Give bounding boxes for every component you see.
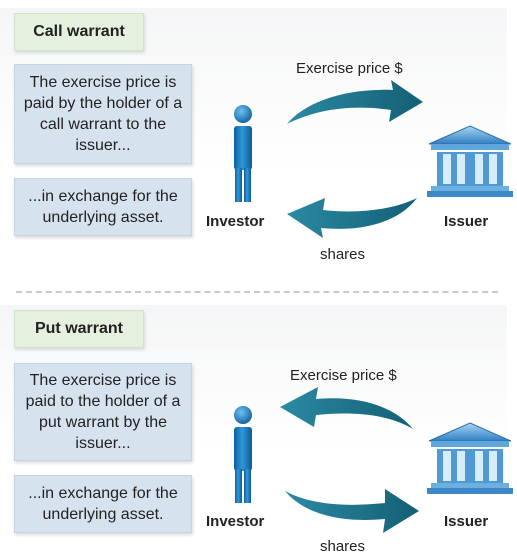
call-top-arrow-label: Exercise price $ xyxy=(296,60,403,77)
call-warrant-heading: Call warrant xyxy=(14,13,144,51)
call-bottom-arrow-label: shares xyxy=(320,246,366,263)
put-issuer-label: Issuer xyxy=(444,513,489,530)
put-description-box-1: The exercise price is paid to the holder… xyxy=(14,363,192,461)
bank-icon xyxy=(427,422,513,494)
put-warrant-section: Put warrant The exercise price is paid t… xyxy=(0,297,517,555)
put-bottom-curved-arrow-icon xyxy=(285,489,419,533)
section-divider xyxy=(16,291,498,293)
call-issuer-label: Issuer xyxy=(444,213,489,230)
call-bottom-curved-arrow-icon xyxy=(287,198,417,238)
call-investor-label: Investor xyxy=(206,213,265,230)
put-investor-label: Investor xyxy=(206,513,265,530)
call-description-box-1: The exercise price is paid by the holder… xyxy=(14,64,192,164)
put-bottom-arrow-label: shares xyxy=(320,538,366,555)
put-warrant-heading: Put warrant xyxy=(14,310,144,348)
put-top-arrow-label: Exercise price $ xyxy=(290,367,397,384)
call-warrant-section: Call warrant The exercise price is paid … xyxy=(0,8,513,283)
person-icon xyxy=(234,406,252,503)
put-top-curved-arrow-icon xyxy=(280,387,413,429)
call-description-box-2: ...in exchange for the underlying asset. xyxy=(14,178,192,236)
bank-icon xyxy=(427,125,513,197)
put-description-box-2: ...in exchange for the underlying asset. xyxy=(14,475,192,533)
person-icon xyxy=(234,105,252,202)
call-top-curved-arrow-icon xyxy=(287,80,423,124)
